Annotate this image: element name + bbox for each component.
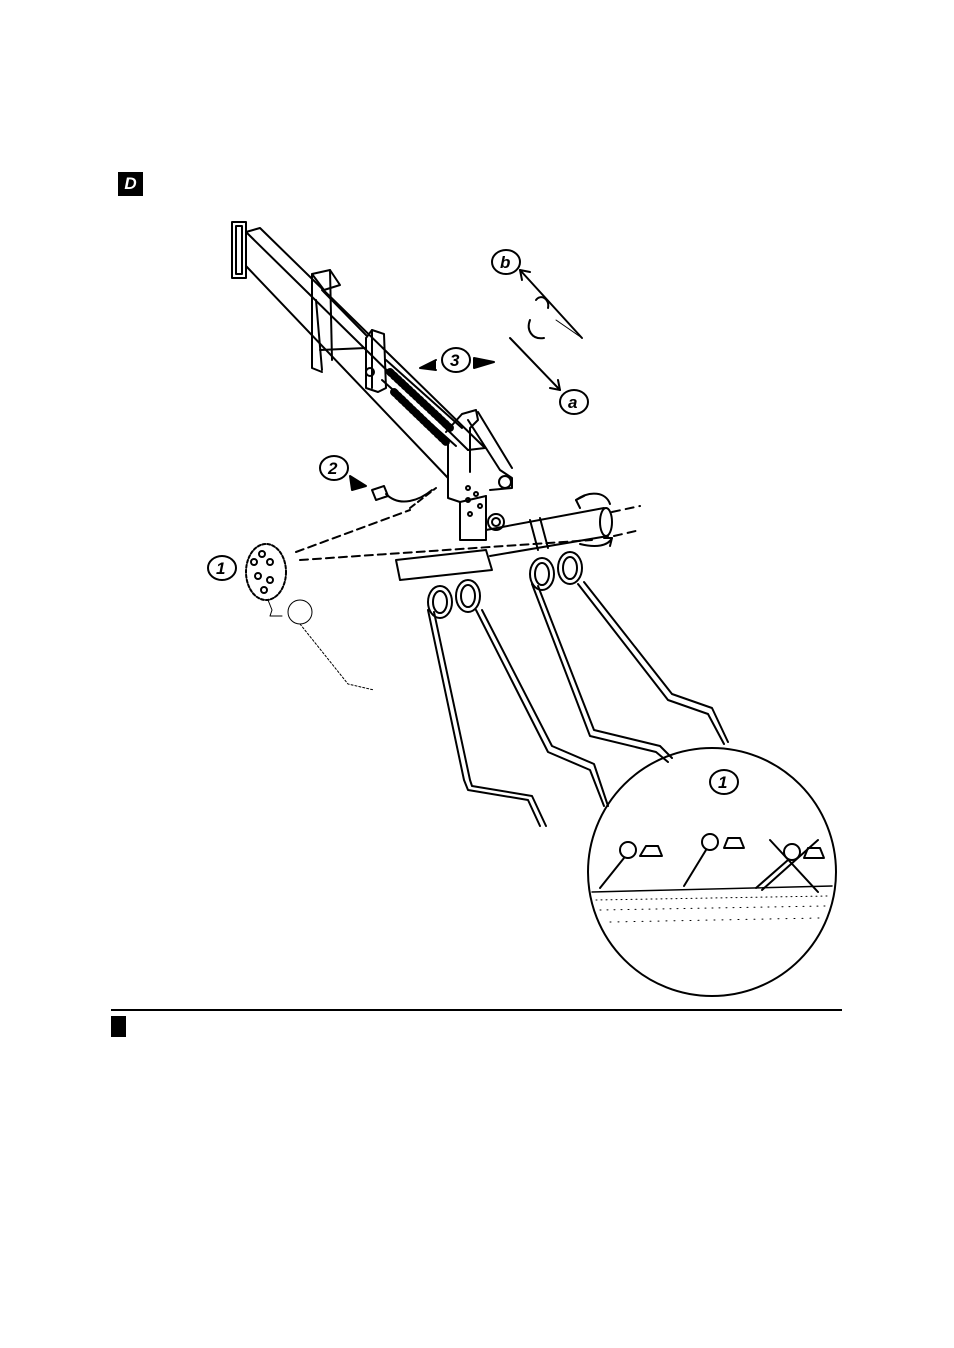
callout-a: a — [560, 390, 588, 414]
callout-1: 1 — [208, 556, 236, 580]
spring-assembly — [366, 330, 462, 446]
callout-1-label: 1 — [216, 559, 225, 578]
inset-callout-label: 1 — [718, 773, 727, 792]
callout-2: 2 — [320, 456, 348, 480]
tines-right — [530, 552, 728, 762]
callout-a-label: a — [568, 393, 577, 412]
pin-arrow — [350, 476, 366, 490]
tines-left — [428, 580, 608, 826]
upper-bracket — [312, 270, 366, 372]
divider-rule — [111, 1009, 842, 1011]
callout-3-label: 3 — [450, 351, 460, 370]
callout-b: b — [492, 250, 520, 274]
section-marker — [111, 1016, 126, 1037]
callout-2-label: 2 — [327, 459, 338, 478]
pivot-shaft — [396, 506, 640, 580]
adjustment-plate — [246, 544, 374, 690]
direction-arrows — [510, 270, 582, 390]
callout-3: 3 — [442, 348, 470, 372]
callout-b-label: b — [500, 253, 510, 272]
detail-inset: 1 — [588, 748, 836, 996]
lower-bracket — [446, 410, 512, 540]
locking-pin — [372, 486, 436, 508]
